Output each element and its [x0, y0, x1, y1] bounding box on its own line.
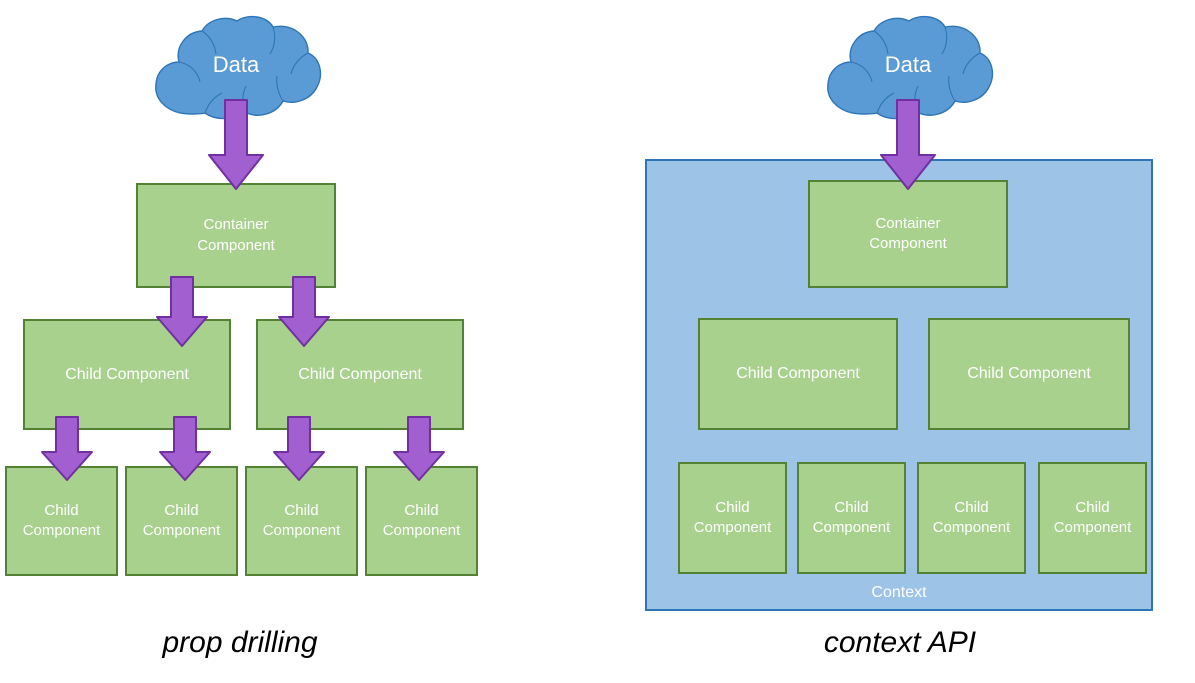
right-leaf-child-label-3: Child Component — [932, 498, 1011, 536]
down-arrow-icon — [273, 416, 325, 481]
left-leaf-child-component-2[interactable]: Child Component — [125, 466, 238, 576]
left-leaf-child-label-2: Child Component — [142, 501, 221, 539]
left-caption: prop drilling — [162, 626, 318, 659]
down-arrow-icon — [208, 99, 264, 190]
left-leaf-child-component-3[interactable]: Child Component — [245, 466, 358, 576]
right-arrow-data-to-container — [878, 99, 938, 191]
right-container-label: Container Component — [869, 214, 947, 252]
left-leaf-child-component-4[interactable]: Child Component — [365, 466, 478, 576]
down-arrow-icon — [880, 99, 936, 190]
right-mid-child-component-1[interactable]: Child Component — [698, 318, 898, 430]
right-caption: context API — [823, 626, 977, 659]
left-arrow-child1-to-leaf-1 — [40, 416, 94, 482]
right-leaf-child-component-2[interactable]: Child Component — [797, 462, 906, 574]
right-leaf-child-component-3[interactable]: Child Component — [917, 462, 1026, 574]
left-arrow-container-to-child-1 — [155, 276, 209, 348]
right-mid-child-component-2[interactable]: Child Component — [928, 318, 1130, 430]
left-arrow-container-to-child-2 — [277, 276, 331, 348]
right-leaf-child-component-4[interactable]: Child Component — [1038, 462, 1147, 574]
context-panel-label: Context — [871, 584, 927, 601]
down-arrow-icon — [278, 276, 330, 347]
left-arrow-child2-to-leaf-3 — [272, 416, 326, 482]
left-container-label: Container Component — [197, 216, 275, 254]
left-mid-child-label-2: Child Component — [298, 365, 422, 383]
left-mid-child-component-2[interactable]: Child Component — [256, 319, 464, 430]
right-leaf-child-label-1: Child Component — [693, 498, 772, 536]
right-mid-child-label-1: Child Component — [736, 365, 860, 383]
down-arrow-icon — [393, 416, 445, 481]
left-arrow-data-to-container — [206, 99, 266, 191]
right-mid-child-label-2: Child Component — [967, 365, 1091, 383]
left-mid-child-label-1: Child Component — [65, 365, 189, 383]
left-leaf-child-label-1: Child Component — [22, 501, 101, 539]
left-arrow-child2-to-leaf-4 — [392, 416, 446, 482]
right-leaf-child-label-4: Child Component — [1053, 498, 1132, 536]
left-leaf-child-component-1[interactable]: Child Component — [5, 466, 118, 576]
right-leaf-child-component-1[interactable]: Child Component — [678, 462, 787, 574]
right-leaf-child-label-2: Child Component — [812, 498, 891, 536]
left-arrow-child1-to-leaf-2 — [158, 416, 212, 482]
down-arrow-icon — [159, 416, 211, 481]
left-container-component[interactable]: Container Component — [136, 183, 336, 288]
left-leaf-child-label-4: Child Component — [382, 501, 461, 539]
left-mid-child-component-1[interactable]: Child Component — [23, 319, 231, 430]
right-container-component[interactable]: Container Component — [808, 180, 1008, 288]
left-leaf-child-label-3: Child Component — [262, 501, 341, 539]
down-arrow-icon — [41, 416, 93, 481]
down-arrow-icon — [156, 276, 208, 347]
